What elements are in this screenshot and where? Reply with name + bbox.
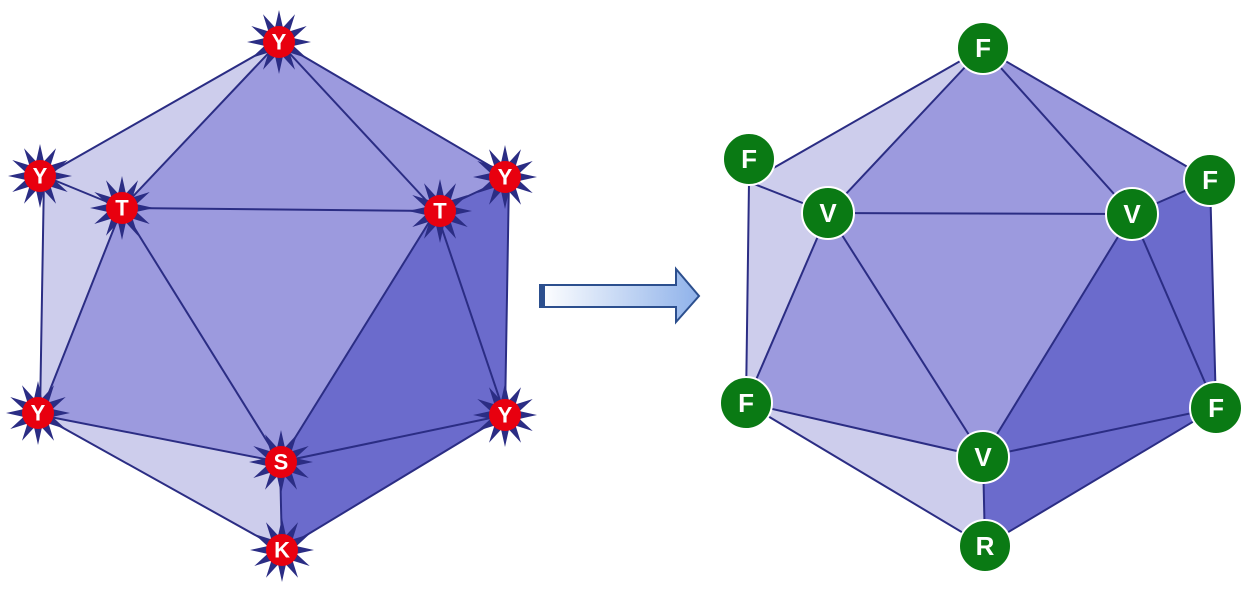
- marker-circle: [958, 519, 1012, 573]
- left-edge: [435, 210, 506, 416]
- star-marker-lower-right: Y: [473, 383, 537, 447]
- circle-marker-top: F: [956, 21, 1010, 75]
- marker-circle: [265, 446, 297, 478]
- vertex-label: Y: [31, 401, 46, 426]
- marker-circle: [424, 195, 456, 227]
- star-marker-bottom: K: [250, 518, 314, 582]
- vertex-label: V: [974, 442, 992, 472]
- left-face-top-left: [122, 42, 436, 211]
- star-marker-upper-left: Y: [8, 144, 72, 208]
- right-icosahedron: F F F V V F F: [719, 21, 1243, 573]
- left-edge: [39, 414, 281, 463]
- left-face-outer-left: [40, 176, 122, 415]
- vertex-label: Y: [272, 30, 287, 55]
- marker-circle: [1105, 187, 1159, 241]
- circle-marker-inner-left: V: [801, 186, 855, 240]
- right-edge: [982, 47, 1133, 215]
- vertex-label: F: [738, 388, 754, 418]
- left-face-center: [122, 208, 436, 462]
- marker-circle: [106, 192, 138, 224]
- marker-circle: [263, 26, 295, 58]
- vertex-label: Y: [33, 164, 48, 189]
- right-face-left-middle: [746, 213, 983, 457]
- star-marker-inner-left: T: [90, 176, 154, 240]
- right-arrow-icon: [539, 266, 701, 325]
- right-face-right-middle: [1132, 180, 1216, 408]
- arrow-tail-bar: [539, 285, 545, 307]
- vertex-label: F: [741, 144, 757, 174]
- marker-circle: [801, 186, 855, 240]
- right-face-top-right: [983, 48, 1210, 214]
- left-edge: [279, 210, 437, 463]
- right-face-top-left: [828, 48, 1132, 214]
- right-face-outer-left: [746, 182, 828, 403]
- vertex-label: V: [819, 198, 837, 228]
- vertex-label: Y: [498, 403, 513, 428]
- circle-marker-upper-left: F: [722, 132, 776, 186]
- star-marker-top: Y: [247, 10, 311, 74]
- circle-marker-inner-right: V: [1105, 187, 1159, 241]
- left-face-outer-upper-left: [44, 42, 279, 208]
- marker-circle: [266, 534, 298, 566]
- left-vertex-markers: Y Y Y T T: [6, 10, 537, 582]
- right-face-center: [828, 213, 1132, 457]
- circle-marker-lower-left: F: [719, 376, 773, 430]
- marker-circle: [24, 160, 56, 192]
- star-marker-inner-right: T: [408, 179, 472, 243]
- right-edge: [1131, 213, 1217, 409]
- circle-marker-center-bottom: V: [956, 430, 1010, 484]
- left-face-left-middle: [40, 208, 280, 462]
- marker-circle: [956, 21, 1010, 75]
- left-face-right-lower: [280, 211, 505, 462]
- marker-circle: [489, 161, 521, 193]
- vertex-label: F: [1208, 393, 1224, 423]
- marker-circle: [22, 397, 54, 429]
- left-edge: [121, 207, 281, 463]
- left-edge: [39, 207, 123, 416]
- marker-circle: [956, 430, 1010, 484]
- right-face-outer-upper-left: [749, 48, 983, 213]
- arrow-body: [539, 266, 701, 325]
- left-edge: [121, 207, 437, 212]
- circle-marker-bottom: R: [958, 519, 1012, 573]
- right-edge: [745, 402, 984, 458]
- marker-circle: [722, 132, 776, 186]
- left-edge: [121, 41, 280, 209]
- right-edge: [827, 47, 984, 214]
- marker-circle: [489, 399, 521, 431]
- left-face-top-right: [279, 42, 509, 211]
- left-edge: [279, 414, 506, 463]
- marker-circle: [1189, 381, 1243, 435]
- vertex-label: F: [1202, 165, 1218, 195]
- star-marker-lower-left: Y: [6, 381, 70, 445]
- right-edge: [827, 212, 1133, 215]
- vertex-label: Y: [498, 165, 513, 190]
- circle-marker-lower-right: F: [1189, 381, 1243, 435]
- marker-circle: [1183, 153, 1237, 207]
- right-edge: [827, 212, 984, 458]
- vertex-label: V: [1123, 199, 1141, 229]
- marker-circle: [719, 376, 773, 430]
- star-marker-upper-right: Y: [473, 145, 537, 209]
- circle-marker-upper-right: F: [1183, 153, 1237, 207]
- right-edge: [745, 212, 829, 404]
- right-edge: [982, 407, 1217, 458]
- vertex-label: F: [975, 33, 991, 63]
- left-edge: [278, 41, 437, 212]
- vertex-label: R: [976, 531, 995, 561]
- vertex-label: S: [274, 450, 289, 475]
- right-edge: [982, 213, 1133, 458]
- right-vertex-markers: F F F V V F F: [719, 21, 1243, 573]
- star-marker-center-bottom: S: [249, 430, 313, 494]
- vertex-label: T: [115, 196, 129, 221]
- vertex-label: K: [274, 538, 290, 563]
- vertex-label: T: [433, 199, 447, 224]
- left-icosahedron: Y Y Y T T: [6, 10, 537, 582]
